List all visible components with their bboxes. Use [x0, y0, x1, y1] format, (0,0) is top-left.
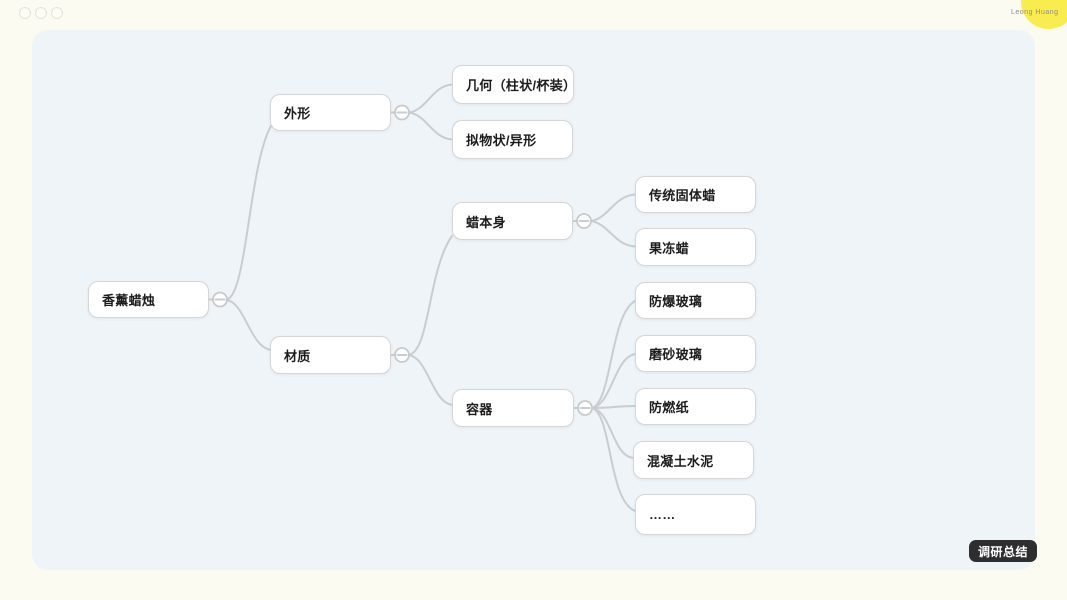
node-fireproof-paper[interactable]: 防燃纸: [635, 388, 756, 425]
collaborator-name: Leong Huang: [1011, 9, 1059, 16]
node-mimetic[interactable]: 拟物状/异形: [452, 120, 573, 159]
node-shape[interactable]: 外形: [270, 94, 391, 131]
node-frosted-glass[interactable]: 磨砂玻璃: [635, 335, 756, 372]
window-control-1-icon[interactable]: [19, 7, 31, 19]
board-tag-badge[interactable]: 调研总结: [969, 540, 1038, 562]
node-material[interactable]: 材质: [270, 336, 391, 374]
window-control-2-icon[interactable]: [35, 7, 47, 19]
node-wax-itself[interactable]: 蜡本身: [452, 202, 573, 240]
node-explosion-proof-glass[interactable]: 防爆玻璃: [635, 282, 756, 319]
node-container[interactable]: 容器: [452, 389, 574, 427]
node-geometric[interactable]: 几何（柱状/杯装）: [452, 65, 576, 104]
node-concrete-cement[interactable]: 混凝土水泥: [633, 441, 754, 479]
node-jelly-wax[interactable]: 果冻蜡: [635, 228, 756, 266]
window-control-3-icon[interactable]: [51, 7, 63, 19]
node-ellipsis[interactable]: ……: [635, 494, 756, 535]
node-traditional-solid-wax[interactable]: 传统固体蜡: [635, 176, 756, 213]
node-root[interactable]: 香薰蜡烛: [88, 281, 209, 318]
